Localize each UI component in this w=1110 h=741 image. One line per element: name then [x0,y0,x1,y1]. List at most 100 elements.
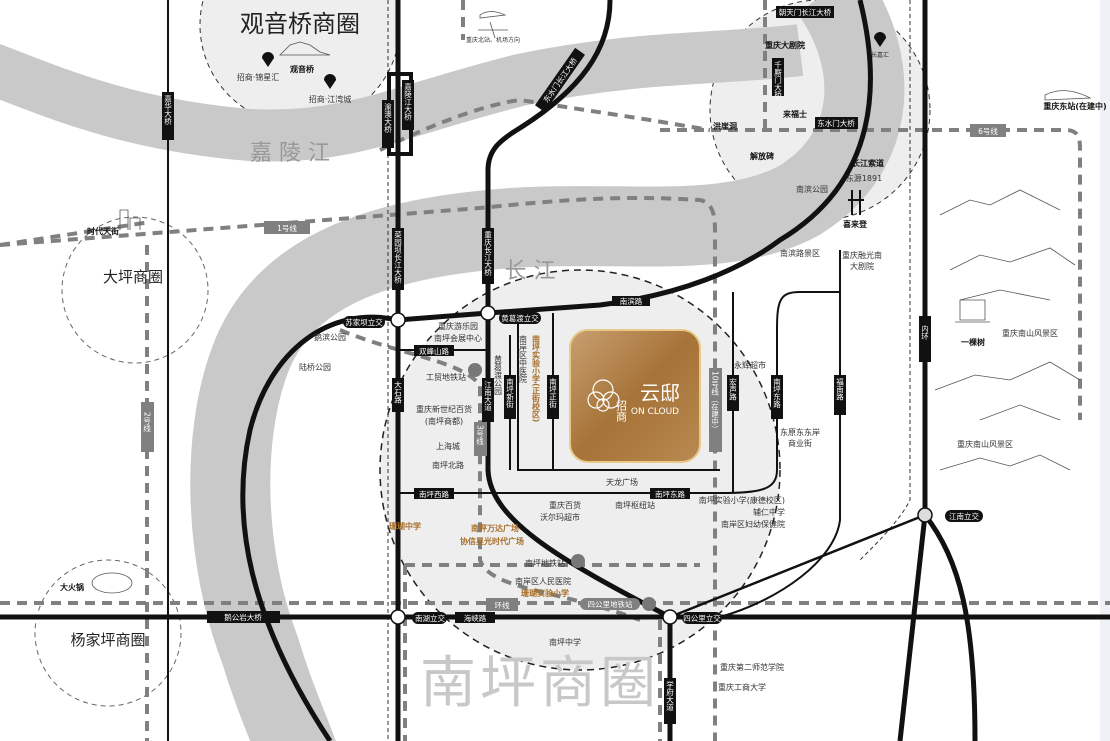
label-bg[interactable] [682,612,722,624]
district-nanping: 南坪商圈 [420,651,660,716]
label-bg [612,296,650,306]
road-nanping-west: 南坪西路 [419,489,449,499]
interchange-jiangnan[interactable]: 江南立交 [949,511,979,521]
poi-nanbin-park: 南滨公园 [796,184,828,194]
label-bg [474,422,487,456]
bridge-chaotianmen: 朝天门长江大桥 [779,7,832,17]
poi-nanping-middle: 南坪中学 [549,637,581,647]
poi-peoples-hospital: 南岸区人民医院 [515,576,571,586]
label-bg [547,375,559,419]
edge-strip [1100,0,1110,741]
daping-zone [61,216,209,364]
label-bg [414,345,454,356]
label-bg [392,228,404,290]
poi-hotpot: 大火锅 [60,582,84,592]
bridge-yuao: 渝澳大桥 [383,102,392,135]
interchange-nodes[interactable] [390,305,933,625]
poi-xinshiji-2: (南坪商都) [425,416,463,426]
poi-hongyadong: 洪崖洞 [713,121,737,131]
label-bg [535,47,585,113]
metro-line-3 [339,328,641,622]
yangtze-river-label: 长 江 [505,259,556,284]
poi-nanping-station: 南坪地铁站 [525,558,565,568]
road [485,0,613,313]
bridge-qiansimen: 千厮门大桥 [773,60,782,100]
poi-nanbin-scenic: 南滨路景区 [780,248,820,258]
hotpot-icon [91,572,133,594]
label-bg [771,375,783,419]
road-hongsheng: 宏声路 [728,377,737,401]
map-pin-icon [324,74,336,89]
poi-jiangwancheng: 招商·江湾城 [309,94,352,104]
poi-xinshiji: 重庆新世纪百货 [416,404,472,414]
poi-luqiao-park: 陆桥公园 [299,362,331,372]
poi-exp-primary-kangde: 南坪实验小学(康德校区) [699,495,785,505]
label-bg[interactable] [412,612,447,624]
label-bg [815,117,858,129]
label-bg [776,6,834,18]
poi-east-station: 重庆东站(在建中) [1043,101,1106,111]
poi-sheraton: 喜来登 [843,219,868,229]
project-name: 云邸 [640,381,680,405]
label-bg[interactable] [945,510,983,522]
label-bg[interactable] [499,312,541,324]
poi-expo: 南坪会展中心 [434,333,482,343]
jialing-river-label: 嘉 陵 江 [250,141,330,166]
interchange-sujiaba[interactable]: 苏家坝立交 [345,317,383,327]
project-card[interactable] [569,329,701,463]
interchange-sigongli[interactable]: 四公里立交 [683,613,721,623]
poi-jiefangbei: 解放碑 [750,151,774,161]
train-icon [1044,90,1092,101]
label-bg [482,228,494,284]
project-marker[interactable]: 招商 云邸 ON CLOUD [569,329,701,463]
interchange-labels[interactable]: 苏家坝立交 黄葛渡立交 南湖立交 四公里立交 江南立交 [343,312,983,624]
road-nanping-east-vertical: 南坪东路 [772,377,781,409]
label-bg [382,100,394,148]
road-xuefu: 学府大道 [665,680,674,713]
label-bg [650,488,690,499]
interchange-nanhu[interactable]: 南湖立交 [415,613,445,623]
road-nanping-xinjie: 南坪新街 [505,377,514,410]
poi-shanghaicheng: 上海城 [436,441,460,451]
node-nanhu[interactable] [390,609,406,625]
label-bg [264,221,310,234]
poi-shanhu-primary: 珊瑚实验小学 [521,588,569,598]
poi-nanshan-2: 重庆南山风景区 [957,439,1013,449]
metro-label-line2: 2号线 [142,412,151,432]
road-nanbin: 南滨路 [620,296,643,306]
node-sujiaba[interactable] [390,312,406,328]
metro-label-loop: 环线 [495,600,510,610]
label-bg [580,598,640,610]
label-bg [970,124,1006,137]
yangtze-river [190,0,905,741]
label-bg [482,378,494,422]
label-bg [709,368,722,452]
interchange-huanggedu[interactable]: 黄葛渡立交 [501,313,539,323]
poi-yonghui: 永辉超市 [734,360,766,370]
poi-xinxin: 协信星光时代广场 [460,536,524,546]
project-en: ON CLOUD [631,407,679,417]
mountains-icon [934,189,1081,471]
map-pin-icon [874,32,886,47]
label-bg[interactable] [343,316,385,328]
poi-dongyuan: 东原东东岸 [780,427,820,437]
label-bg [664,678,676,724]
district-daping: 大坪商圈 [103,268,163,286]
node-sigongli[interactable] [662,609,678,625]
yangjiaping-zone [34,559,182,707]
metro-line-6 [660,128,1082,420]
poi-shidaitianjie: 时代天街 [87,226,119,236]
poi-cq-department: 重庆百货 [549,500,581,510]
road-shuangfengshan: 双峰山路 [419,346,449,356]
district-yangjiaping: 杨家坪商圈 [70,631,145,649]
metro-line-1 [0,220,151,247]
building-icon [119,209,141,230]
metro-station-icon [468,363,482,377]
node-huanggedu[interactable] [480,305,496,321]
road-nanping-zhengjie: 南坪正街 [548,377,557,410]
poi-walmart: 沃尔玛超市 [540,512,580,522]
node-jiangnan[interactable] [917,507,933,523]
